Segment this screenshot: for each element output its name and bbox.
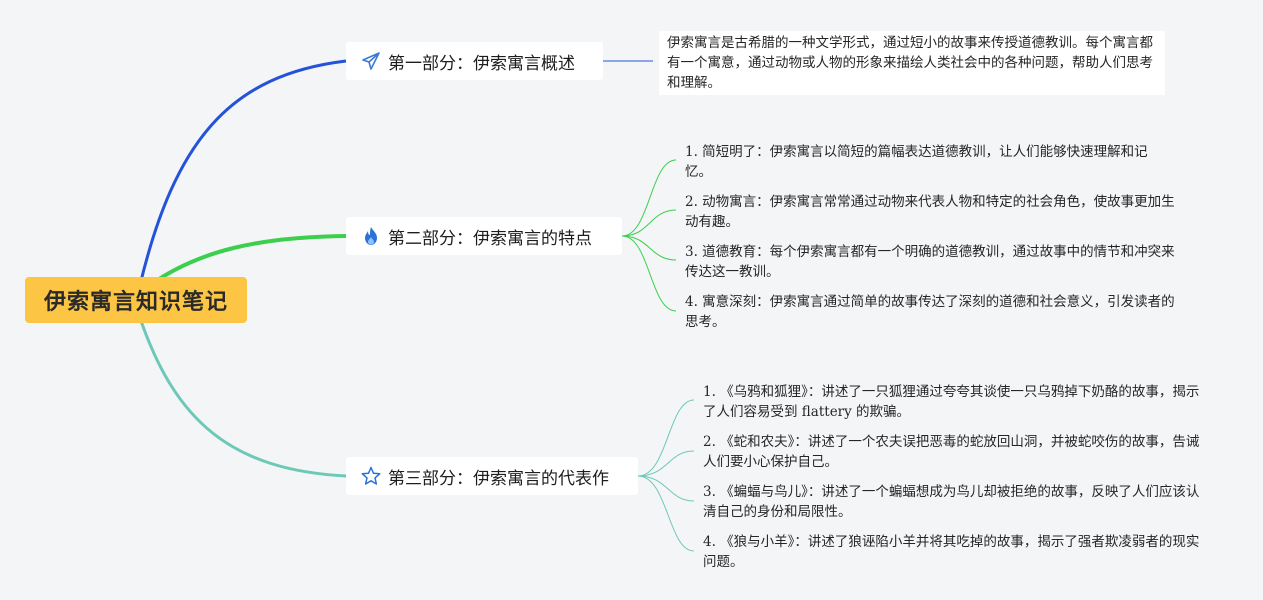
connector-branch3-items [637, 399, 695, 552]
connector-root-branch3 [138, 317, 347, 478]
branch-node-overview[interactable]: 第一部分：伊索寓言概述 [346, 42, 603, 80]
feature-item: 2. 动物寓言：伊索寓言常常通过动物来代表人物和特定的社会角色，使故事更加生动有… [685, 192, 1180, 232]
feature-item: 4. 寓意深刻：伊索寓言通过简单的故事传达了深刻的道德和社会意义，引发读者的思考… [685, 292, 1180, 332]
root-label: 伊索寓言知识笔记 [43, 290, 228, 315]
flame-icon [360, 225, 382, 247]
root-node[interactable]: 伊索寓言知识笔记 [25, 277, 247, 323]
work-item-text: 2. 《蛇和农夫》：讲述了一个农夫误把恶毒的蛇放回山洞，并被蛇咬伤的故事，告诫人… [703, 434, 1200, 470]
connector-branch2-items [621, 159, 677, 312]
feature-item-text: 2. 动物寓言：伊索寓言常常通过动物来代表人物和特定的社会角色，使故事更加生动有… [685, 194, 1175, 230]
feature-item-text: 3. 道德教育：每个伊索寓言都有一个明确的道德教训，通过故事中的情节和冲突来传达… [685, 244, 1175, 280]
connector-root-branch2 [148, 234, 347, 287]
work-item: 4. 《狼与小羊》：讲述了狼诬陷小羊并将其吃掉的故事，揭示了强者欺凌弱者的现实问… [703, 532, 1203, 572]
branch-label-works: 第三部分：伊索寓言的代表作 [388, 468, 609, 489]
star-icon [360, 465, 382, 487]
feature-item: 3. 道德教育：每个伊索寓言都有一个明确的道德教训，通过故事中的情节和冲突来传达… [685, 242, 1180, 282]
work-item: 1. 《乌鸦和狐狸》：讲述了一只狐狸通过夸夸其谈使一只乌鸦掉下奶酪的故事，揭示了… [703, 382, 1203, 422]
connector-root-branch1 [138, 59, 347, 286]
overview-note-text: 伊索寓言是古希腊的一种文学形式，通过短小的故事来传授道德教训。每个寓言都有一个寓… [667, 35, 1153, 91]
paper-plane-icon [360, 50, 382, 72]
branch-node-works[interactable]: 第三部分：伊索寓言的代表作 [346, 457, 638, 495]
feature-item: 1. 简短明了：伊索寓言以简短的篇幅表达道德教训，让人们能够快速理解和记忆。 [685, 142, 1165, 182]
overview-note: 伊索寓言是古希腊的一种文学形式，通过短小的故事来传授道德教训。每个寓言都有一个寓… [659, 31, 1165, 95]
work-item: 2. 《蛇和农夫》：讲述了一个农夫误把恶毒的蛇放回山洞，并被蛇咬伤的故事，告诫人… [703, 432, 1203, 472]
work-item: 3. 《蝙蝠与鸟儿》：讲述了一个蝙蝠想成为鸟儿却被拒绝的故事，反映了人们应该认清… [703, 482, 1203, 522]
branch-label-features: 第二部分：伊索寓言的特点 [388, 228, 592, 249]
work-item-text: 3. 《蝙蝠与鸟儿》：讲述了一个蝙蝠想成为鸟儿却被拒绝的故事，反映了人们应该认清… [703, 484, 1200, 520]
branch-label-overview: 第一部分：伊索寓言概述 [388, 53, 575, 74]
work-item-text: 1. 《乌鸦和狐狸》：讲述了一只狐狸通过夸夸其谈使一只乌鸦掉下奶酪的故事，揭示了… [703, 384, 1200, 420]
feature-item-text: 1. 简短明了：伊索寓言以简短的篇幅表达道德教训，让人们能够快速理解和记忆。 [685, 144, 1148, 180]
work-item-text: 4. 《狼与小羊》：讲述了狼诬陷小羊并将其吃掉的故事，揭示了强者欺凌弱者的现实问… [703, 534, 1200, 570]
branch-node-features[interactable]: 第二部分：伊索寓言的特点 [346, 217, 622, 255]
feature-item-text: 4. 寓意深刻：伊索寓言通过简单的故事传达了深刻的道德和社会意义，引发读者的思考… [685, 294, 1175, 330]
